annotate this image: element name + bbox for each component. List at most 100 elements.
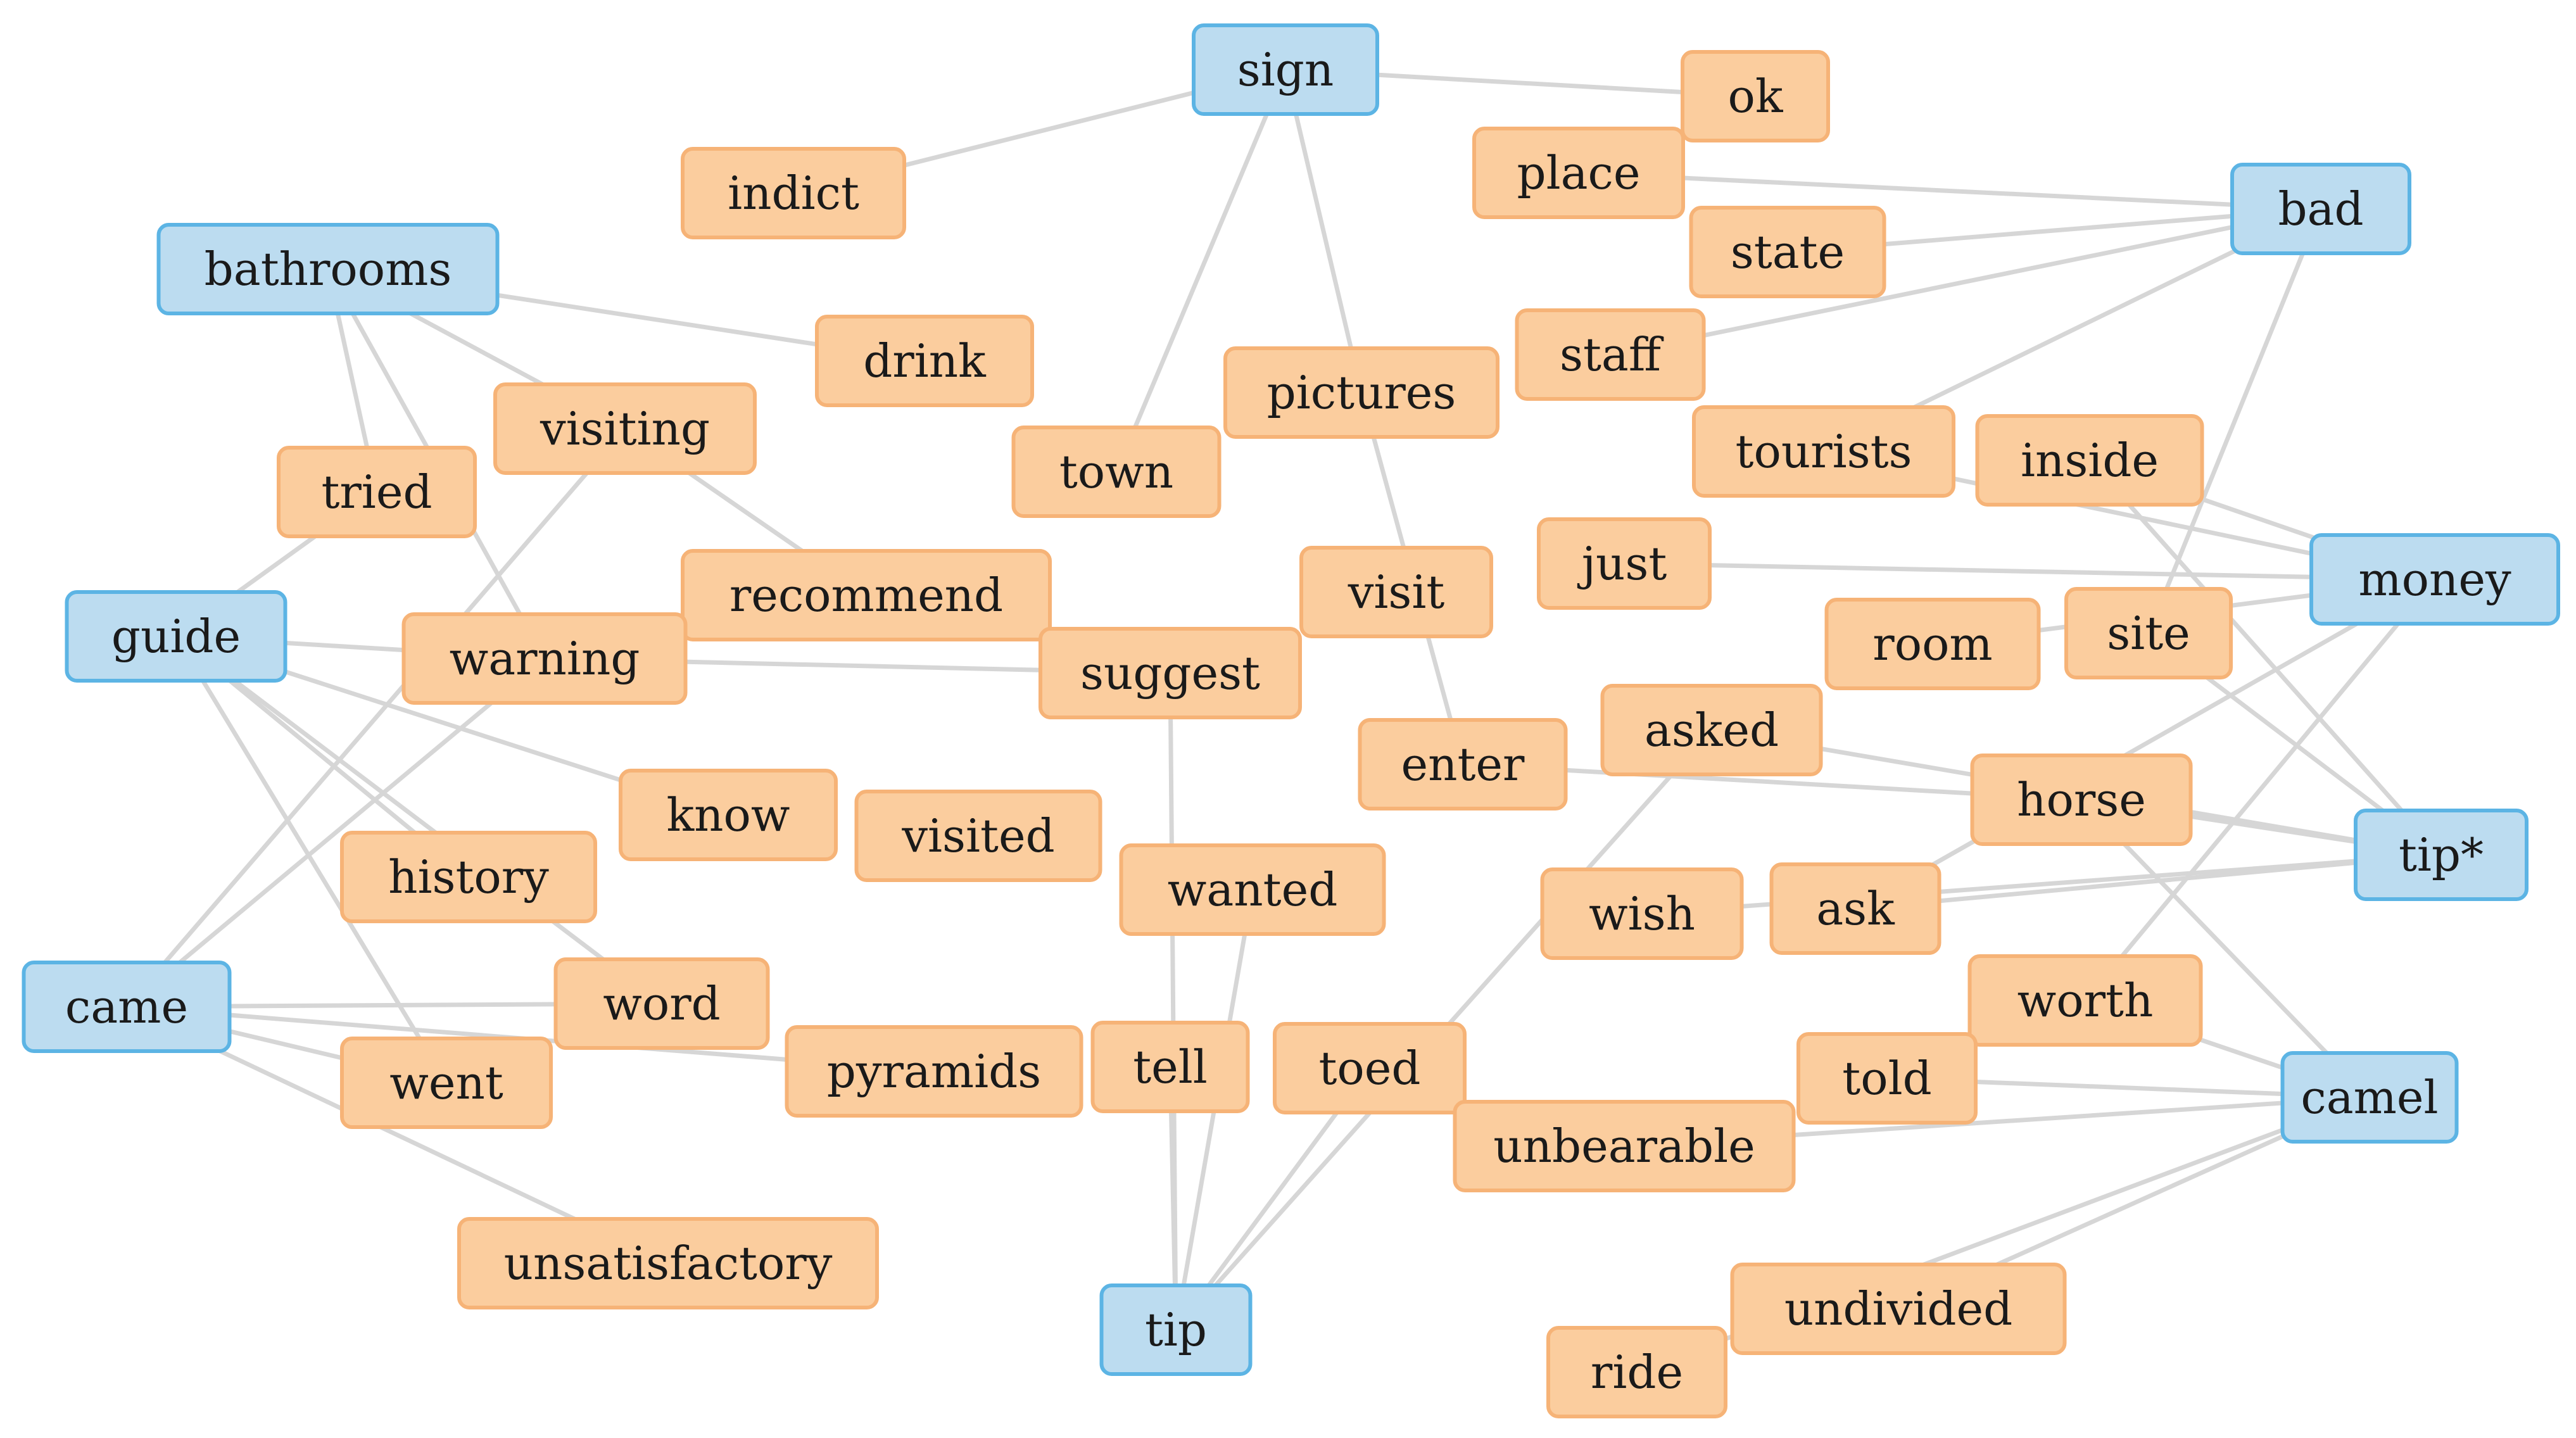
node-history: history [340,831,597,923]
node-label-know: know [667,788,790,842]
node-label-guide: guide [111,610,241,663]
node-box-tip [1099,1283,1253,1376]
node-label-worth: worth [2017,974,2154,1027]
node-visit: visit [1299,546,1493,638]
node-box-suggest [1039,627,1302,719]
edge-bad-site [2146,206,2323,636]
node-label-asked: asked [1645,703,1779,757]
node-box-drink [815,315,1034,407]
edge-guide-went [174,634,449,1085]
node-box-asked [1600,684,1823,776]
node-box-wish [1540,867,1744,960]
node-label-wish: wish [1589,887,1695,940]
node-bathrooms: bathrooms [156,223,500,315]
node-label-inside: inside [2021,434,2159,487]
node-enter: enter [1358,718,1568,810]
node-box-visited [854,790,1102,882]
node-box-ask [1769,862,1941,955]
node-label-bad: bad [2278,182,2363,236]
node-label-indict: indict [728,167,859,220]
node-box-came [22,961,232,1053]
edge-came-warning [124,656,547,1009]
node-horse: horse [1970,754,2193,846]
node-told: told [1796,1032,1978,1125]
node-wanted: wanted [1119,843,1386,936]
node-box-tourists [1692,405,1955,498]
node-box-warning [401,612,688,705]
edge-came-visiting [124,426,628,1009]
node-unsatisfactory: unsatisfactory [457,1217,879,1309]
node-label-pictures: pictures [1267,366,1456,419]
node-box-unsatisfactory [457,1217,879,1309]
node-state: state [1689,206,1886,298]
node-tourists: tourists [1692,405,1955,498]
node-box-ok [1681,50,1830,142]
node-box-guide [65,590,287,683]
node-label-room: room [1872,617,1992,671]
node-ok: ok [1681,50,1830,142]
node-box-indict [681,147,906,239]
node-label-ask: ask [1816,882,1895,935]
node-label-just: just [1577,537,1667,590]
node-box-history [340,831,597,923]
node-know: know [619,769,838,861]
edge-bad-place [1576,170,2323,211]
node-recommend: recommend [681,549,1052,641]
nodes-layer: signbathroomsbadmoneyguidetip*camecamelt… [22,23,2560,1418]
node-box-tried [277,446,477,538]
node-went: went [340,1037,553,1129]
node-box-worth [1967,954,2203,1047]
node-label-tell: tell [1133,1040,1208,1094]
node-label-ok: ok [1728,70,1784,123]
edge-money-worth [2083,577,2437,1003]
node-drink: drink [815,315,1034,407]
node-box-sign [1192,23,1379,116]
node-box-told [1796,1032,1978,1125]
node-label-horse: horse [2017,773,2146,826]
node-bad: bad [2230,163,2411,255]
node-box-town [1011,426,1222,518]
node-box-enter [1358,718,1568,810]
edge-camel-horse [2079,797,2372,1100]
node-tipstar: tip* [2354,809,2529,901]
node-wish: wish [1540,867,1744,960]
node-sign: sign [1192,23,1379,116]
node-label-enter: enter [1401,738,1525,791]
node-box-visit [1299,546,1493,638]
node-label-state: state [1731,225,1845,279]
edge-bad-staff [1608,206,2323,357]
node-ride: ride [1546,1326,1727,1418]
node-box-recommend [681,549,1052,641]
node-box-money [2309,533,2560,626]
node-site: site [2064,587,2233,679]
node-label-told: told [1842,1052,1931,1105]
node-tip: tip [1099,1283,1253,1376]
node-town: town [1011,426,1222,518]
node-label-site: site [2107,607,2190,660]
node-label-tip: tip [1145,1303,1207,1356]
node-pyramids: pyramids [785,1025,1083,1118]
node-box-just [1537,517,1712,610]
node-asked: asked [1600,684,1823,776]
node-suggest: suggest [1039,627,1302,719]
node-box-room [1824,598,2041,690]
node-ask: ask [1769,862,1941,955]
node-camel: camel [2280,1051,2459,1144]
node-box-state [1689,206,1886,298]
edge-tip-suggest [1168,671,1178,1332]
node-indict: indict [681,147,906,239]
node-label-word: word [603,977,720,1030]
node-box-horse [1970,754,2193,846]
node-label-toed: toed [1319,1042,1421,1095]
node-label-bathrooms: bathrooms [205,243,452,296]
node-label-wanted: wanted [1168,863,1338,916]
edge-money-just [1622,561,2437,582]
edge-sign-pictures [1283,67,1364,395]
node-pictures: pictures [1223,346,1500,439]
node-label-drink: drink [863,334,987,388]
edge-money-ask [1853,577,2437,911]
node-label-money: money [2358,553,2511,606]
node-box-wanted [1119,843,1386,936]
node-warning: warning [401,612,688,705]
